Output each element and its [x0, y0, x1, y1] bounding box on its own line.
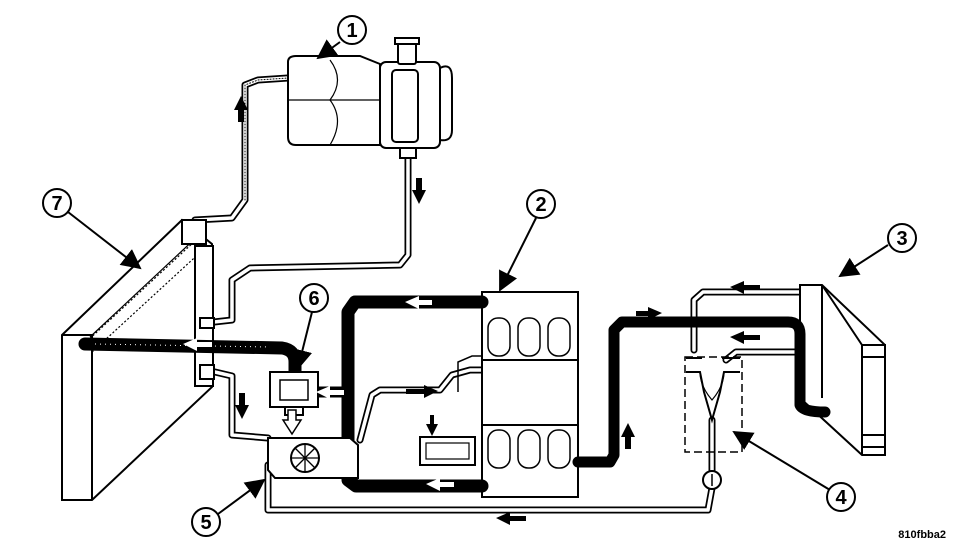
callout-3-label: 3 — [896, 228, 907, 250]
flow-arrow-left — [316, 386, 344, 399]
lower-cylinders — [487, 429, 571, 469]
flow-arrow-right — [636, 307, 662, 320]
flow-arrow-left — [730, 281, 760, 294]
flow-arrow-left — [496, 512, 526, 525]
flow-arrow-down-small — [426, 415, 438, 436]
flow-arrow-right — [406, 385, 438, 398]
figure-id: 810fbba2 — [898, 529, 946, 541]
callout-7: 7 — [42, 188, 142, 270]
callout-5: 5 — [191, 478, 266, 537]
heater-outlet-hose — [572, 316, 831, 468]
flow-arrow-left — [183, 338, 212, 351]
coolant-recovery-bottle — [287, 37, 453, 159]
callout-7-label: 7 — [51, 193, 62, 215]
heater-core — [799, 284, 886, 456]
callouts: 1 2 3 4 5 6 7 — [42, 15, 917, 537]
radiator — [61, 218, 215, 501]
callout-5-label: 5 — [200, 512, 211, 534]
heater-valve-assembly — [684, 356, 743, 490]
callout-2-label: 2 — [535, 194, 546, 216]
callout-1: 1 — [316, 15, 367, 60]
flow-arrow-down — [412, 178, 426, 204]
callout-6: 6 — [292, 283, 329, 370]
thermostat-to-engine-small — [356, 366, 486, 444]
flow-arrows — [183, 96, 760, 525]
callout-6-label: 6 — [308, 288, 319, 310]
thermostat — [269, 371, 319, 416]
callout-4-label: 4 — [835, 487, 847, 509]
callout-1-label: 1 — [346, 20, 357, 42]
flow-arrow-down-white — [281, 409, 303, 436]
flow-arrow-left — [730, 331, 760, 344]
flow-arrow-down — [235, 393, 249, 419]
water-pump — [267, 437, 359, 479]
upper-cylinders — [487, 317, 571, 357]
callout-3: 3 — [838, 223, 917, 278]
callout-2: 2 — [499, 189, 556, 292]
flow-arrow-up — [234, 96, 248, 122]
flow-arrow-left — [405, 296, 432, 309]
flow-arrow-up — [621, 423, 635, 449]
flow-arrow-left — [426, 478, 454, 491]
callout-4: 4 — [732, 430, 856, 512]
engine-block — [419, 291, 579, 498]
